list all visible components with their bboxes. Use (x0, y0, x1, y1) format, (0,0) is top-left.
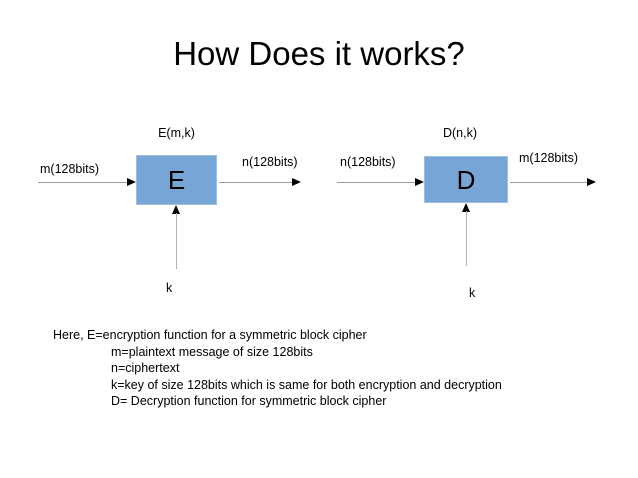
encrypt-input-label: m(128bits) (40, 162, 100, 176)
legend-line: m=plaintext message of size 128bits (111, 344, 313, 359)
encryption-block-letter: E (167, 165, 186, 195)
decryption-block-letter: D (456, 164, 476, 195)
legend-block: Here, E=encryption function for a symmet… (53, 327, 502, 410)
decrypt-input-arrow (337, 178, 424, 187)
arrow-shaft (176, 213, 177, 269)
encrypt-function-label: E(m,k) (158, 126, 195, 140)
arrow-head-icon (462, 203, 470, 212)
arrow-head-icon (172, 205, 180, 214)
page-title: How Does it works? (173, 35, 465, 72)
legend-line: n=ciphertext (111, 361, 180, 375)
encrypt-key-arrow (172, 205, 181, 269)
arrow-shaft (466, 211, 467, 266)
encryption-block: E (136, 155, 217, 205)
legend-line: Here, E=encryption function for a symmet… (53, 328, 367, 342)
encrypt-key-label: k (166, 281, 173, 295)
decrypt-key-arrow (462, 203, 471, 266)
legend-line: D= Decryption function for symmetric blo… (111, 394, 387, 408)
arrow-shaft (38, 182, 127, 183)
decryption-block: D (424, 156, 508, 203)
decrypt-key-label: k (469, 286, 476, 300)
arrow-head-icon (127, 178, 136, 186)
arrow-head-icon (292, 178, 301, 186)
arrow-head-icon (415, 178, 424, 186)
decrypt-output-arrow (510, 178, 596, 187)
decrypt-function-label: D(n,k) (442, 126, 478, 140)
encrypt-output-label: n(128bits) (242, 155, 298, 169)
encrypt-output-arrow (219, 178, 301, 187)
encrypt-input-arrow (38, 178, 136, 187)
arrow-shaft (337, 182, 415, 183)
decrypt-input-label: n(128bits) (340, 155, 396, 169)
legend-line: k=key of size 128bits which is same for … (111, 377, 502, 392)
arrow-shaft (219, 182, 292, 183)
arrow-head-icon (587, 178, 596, 186)
decrypt-output-label: m(128bits) (519, 151, 579, 165)
arrow-shaft (510, 182, 587, 183)
